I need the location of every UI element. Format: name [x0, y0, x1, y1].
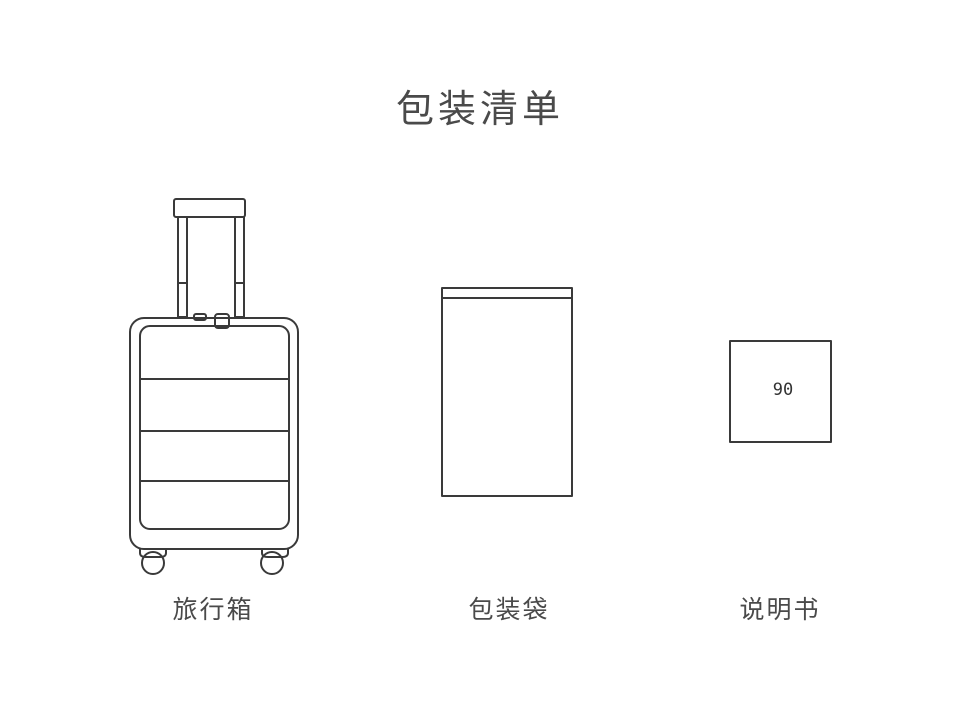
manual-logo: 90: [773, 380, 793, 400]
bag-icon: [441, 287, 573, 497]
manual-icon: [729, 340, 832, 443]
bag-caption: 包装袋: [468, 595, 550, 624]
manual-caption: 说明书: [739, 595, 821, 624]
suitcase-icon: [129, 198, 299, 575]
suitcase-caption: 旅行箱: [172, 595, 254, 624]
page-title: 包装清单: [395, 87, 564, 131]
